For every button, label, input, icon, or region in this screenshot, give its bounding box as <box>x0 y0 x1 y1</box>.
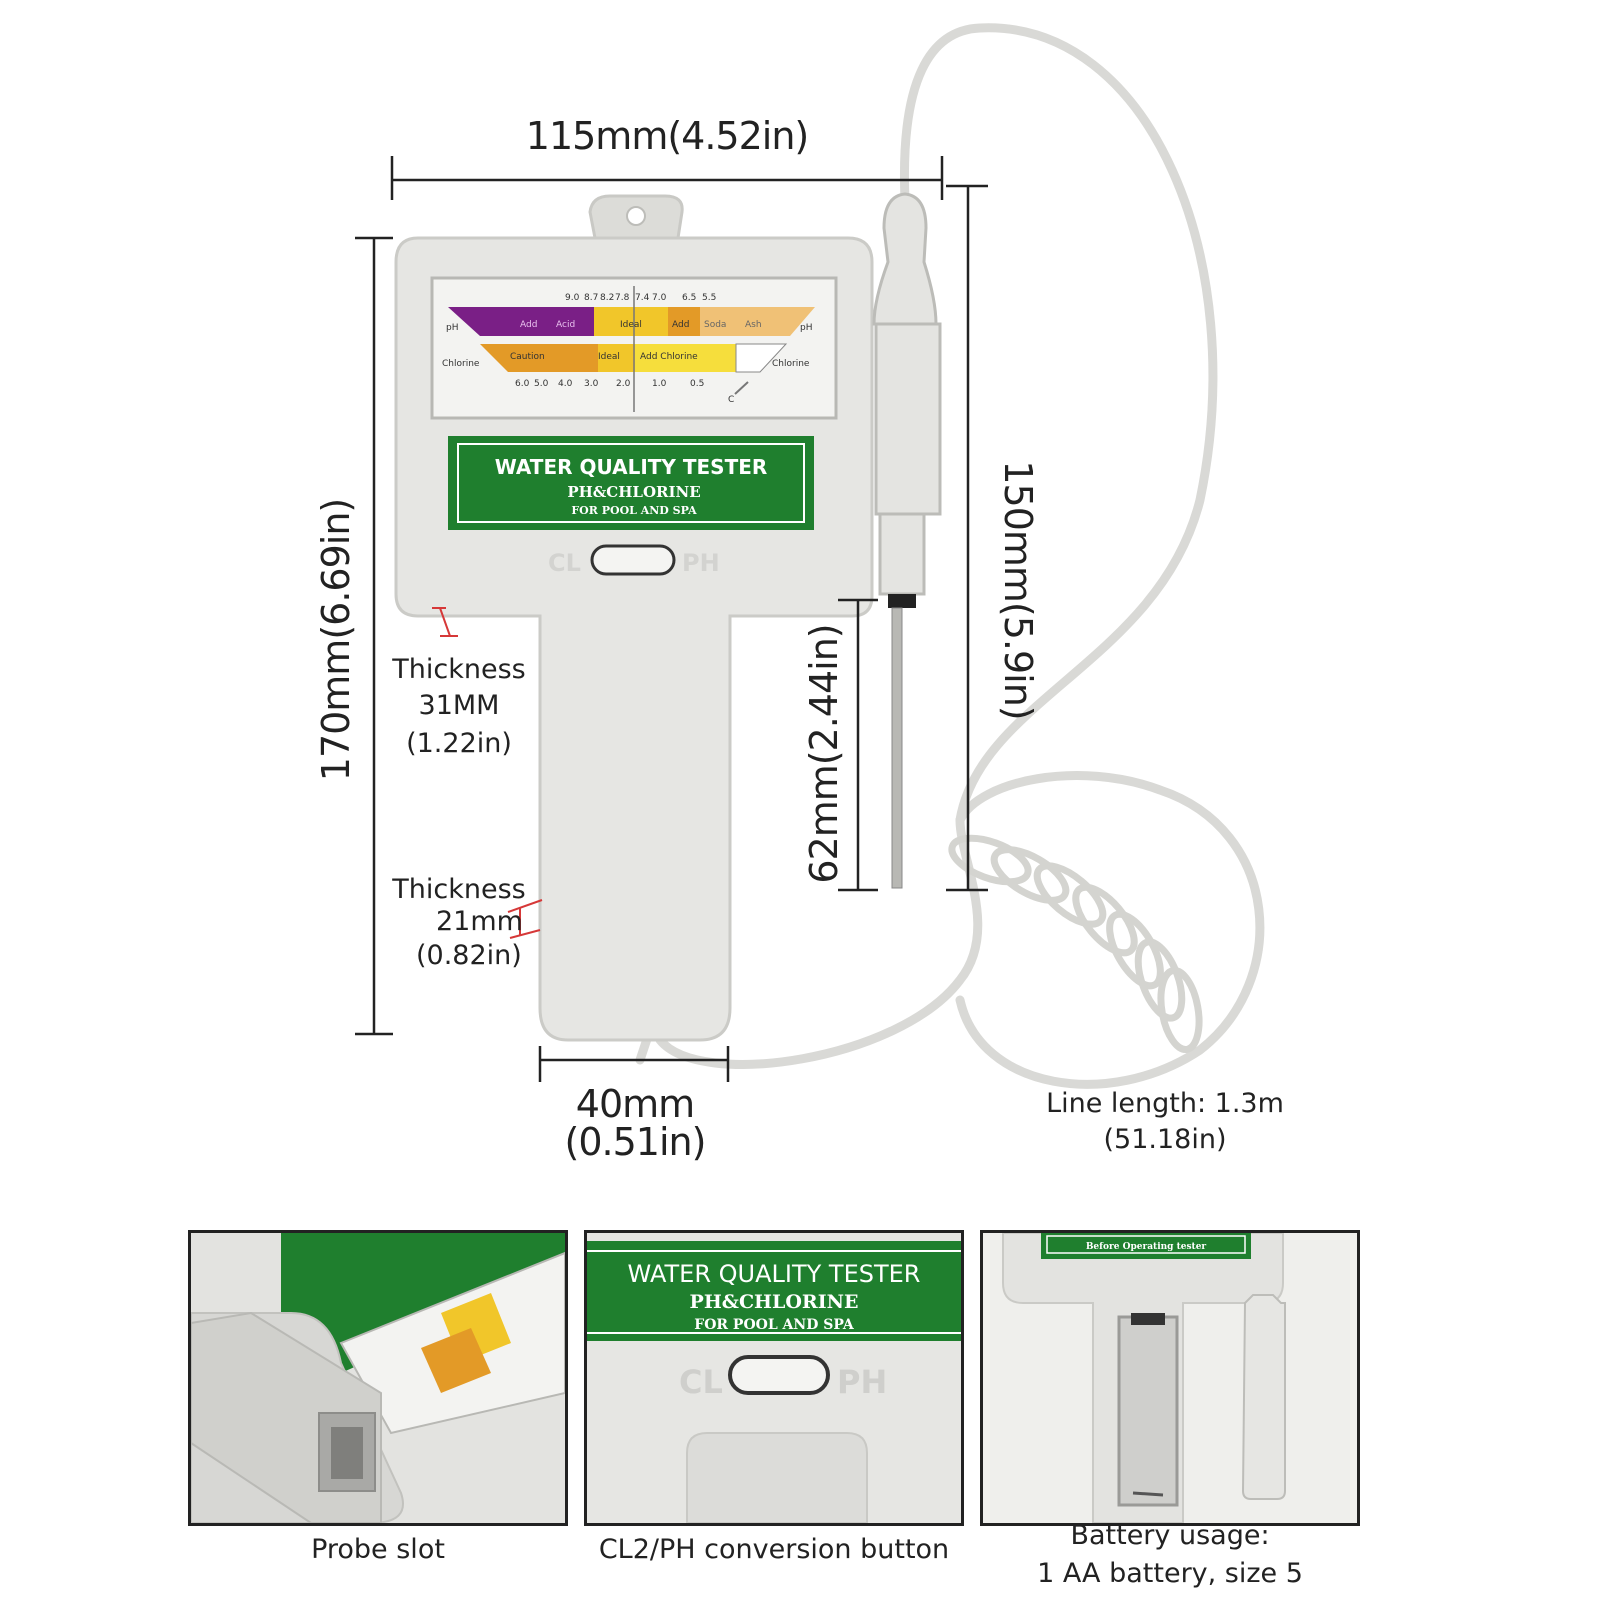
panel-device-subtitle-2: FOR POOL AND SPA <box>694 1317 855 1333</box>
ph-tick-2: 8.2 <box>600 293 614 303</box>
panel-device-subtitle: PH&CHLORINE <box>690 1291 859 1313</box>
thickness-top-label: Thickness <box>392 654 526 685</box>
ph-tick-0: 9.0 <box>565 293 580 303</box>
line-length-label: Line length: 1.3m <box>1046 1088 1284 1119</box>
cl-tick-4: 2.0 <box>616 379 631 389</box>
dimension-body-height: 150mm(5.9in) <box>996 460 1040 720</box>
probe-slot-photo <box>191 1233 565 1523</box>
caption-probe-slot: Probe slot <box>311 1534 445 1565</box>
chlorine-right-label: Chlorine <box>772 359 810 369</box>
cl-tick-5: 1.0 <box>652 379 667 389</box>
gauge-window <box>430 276 838 420</box>
line-length-inches: (51.18in) <box>1103 1124 1227 1155</box>
caption-battery-line-2: 1 AA battery, size 5 <box>1037 1558 1303 1589</box>
cl-ph-switch: CL PH <box>548 544 720 577</box>
thickness-bottom-inches: (0.82in) <box>416 940 522 971</box>
gauge-ph-ticks: 9.0 8.7 8.2 7.8 7.4 7.0 6.5 5.5 <box>565 293 716 303</box>
dimension-handle-width: 40mm <box>575 1082 695 1126</box>
cl-zone-caution: Caution <box>510 352 545 362</box>
panel-switch-cl: CL <box>679 1363 723 1401</box>
ph-tick-6: 6.5 <box>682 293 696 303</box>
panel-battery: Before Operating tester <box>980 1230 1360 1526</box>
thickness-top-value: 31MM <box>418 690 500 721</box>
thickness-top-inches: (1.22in) <box>406 728 512 759</box>
cl-tick-1: 5.0 <box>534 379 549 389</box>
cl-zone-add-chlorine: Add Chlorine <box>640 352 698 362</box>
battery-photo: Before Operating tester <box>983 1233 1357 1523</box>
panel-switch-ph: PH <box>837 1363 887 1401</box>
caption-battery-line-1: Battery usage: <box>1070 1520 1270 1551</box>
device-title: WATER QUALITY TESTER <box>495 455 768 479</box>
device-subtitle: PH&CHLORINE <box>567 483 700 501</box>
panel-probe-slot <box>188 1230 568 1526</box>
cl-tick-3: 3.0 <box>584 379 599 389</box>
ph-zone-add: Add <box>520 320 537 330</box>
gauge-cl-ticks: 6.0 5.0 4.0 3.0 2.0 1.0 0.5 <box>515 379 704 389</box>
device-subtitle-2: FOR POOL AND SPA <box>571 504 697 517</box>
probe <box>872 192 942 889</box>
probe-cable <box>635 23 1265 1089</box>
dimension-total-height: 170mm(6.69in) <box>314 498 358 782</box>
panel-conversion-button: WATER QUALITY TESTER PH&CHLORINE FOR POO… <box>584 1230 964 1526</box>
ph-tick-5: 7.0 <box>652 293 667 303</box>
ph-left-label: pH <box>446 323 458 333</box>
chlorine-left-label: Chlorine <box>442 359 480 369</box>
thickness-bottom-value: 21mm <box>436 906 523 937</box>
ph-zone-ash: Ash <box>745 320 762 330</box>
ph-zone-add-2: Add <box>672 320 689 330</box>
ph-right-label: pH <box>800 323 812 333</box>
thickness-marks <box>432 607 543 939</box>
panel-device-title: WATER QUALITY TESTER <box>628 1260 921 1288</box>
battery-sticker-text: Before Operating tester <box>1086 1242 1207 1252</box>
main-product-illustration: 9.0 8.7 8.2 7.8 7.4 7.0 6.5 5.5 pH pH Ad… <box>355 23 1265 1089</box>
coiled-cable <box>948 834 1203 1054</box>
ph-zone-soda: Soda <box>704 320 726 330</box>
dimension-lines <box>355 156 988 1082</box>
cl-tick-2: 4.0 <box>558 379 573 389</box>
caption-conversion-button: CL2/PH conversion button <box>598 1534 950 1565</box>
dimension-probe-length: 62mm(2.44in) <box>802 624 846 884</box>
zero-mark: C <box>728 395 734 405</box>
thickness-bottom-label: Thickness <box>392 874 526 905</box>
ph-tick-7: 5.5 <box>702 293 716 303</box>
ph-zone-acid: Acid <box>556 320 575 330</box>
cl-zone-ideal: Ideal <box>598 352 620 362</box>
conversion-button-photo: WATER QUALITY TESTER PH&CHLORINE FOR POO… <box>587 1233 961 1523</box>
cl-tick-0: 6.0 <box>515 379 530 389</box>
ph-zone-ideal: Ideal <box>620 320 642 330</box>
device-label-plate: WATER QUALITY TESTER PH&CHLORINE FOR POO… <box>448 436 814 530</box>
gauge-zone-labels: pH pH Add Acid Ideal Add Soda Ash Chlori… <box>442 320 812 405</box>
ph-tick-4: 7.4 <box>635 293 650 303</box>
ph-tick-1: 8.7 <box>584 293 598 303</box>
dimension-width: 115mm(4.52in) <box>525 114 809 158</box>
switch-label-ph: PH <box>682 549 720 577</box>
cl-tick-6: 0.5 <box>690 379 704 389</box>
ph-tick-3: 7.8 <box>615 293 630 303</box>
switch-label-cl: CL <box>548 549 581 577</box>
dimension-handle-width-in: (0.51in) <box>564 1120 707 1164</box>
